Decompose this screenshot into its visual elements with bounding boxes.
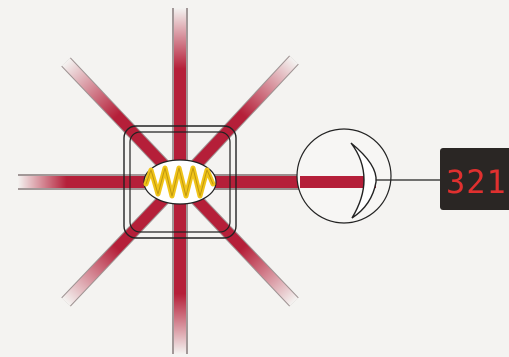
lamp-filament-icon <box>144 160 216 204</box>
ray-up <box>172 8 188 182</box>
ray-down <box>172 182 188 354</box>
eye-lens-icon <box>297 129 391 223</box>
meter-readout: 321 <box>446 163 507 201</box>
digital-display-icon: 321 <box>440 148 509 210</box>
